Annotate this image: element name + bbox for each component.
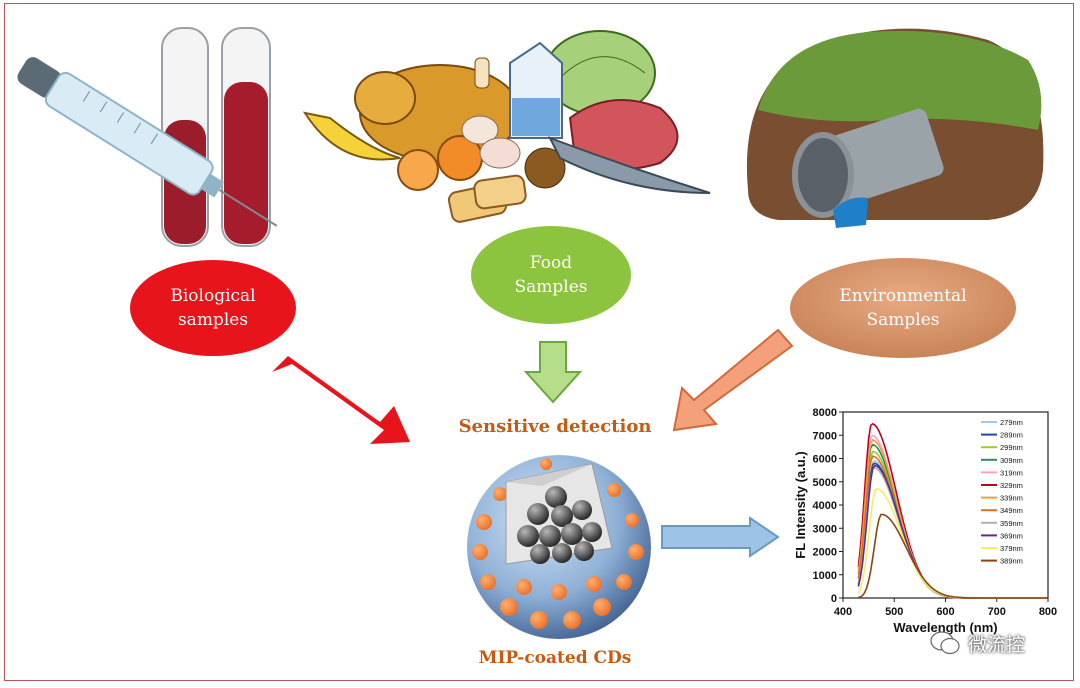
legend-label: 349nm bbox=[1000, 506, 1023, 515]
syringe bbox=[17, 57, 278, 227]
environmental-samples-ellipse bbox=[790, 258, 1016, 358]
legend-label: 359nm bbox=[1000, 519, 1023, 528]
sensitive-detection-label: Sensitive detection bbox=[458, 416, 652, 437]
watermark-text: 微流控 bbox=[968, 633, 1026, 656]
y-tick-label: 6000 bbox=[813, 454, 837, 466]
bread-slices bbox=[447, 174, 527, 223]
y-tick-label: 4000 bbox=[813, 500, 837, 512]
x-tick-label: 500 bbox=[885, 606, 903, 618]
legend-label: 389nm bbox=[1000, 557, 1023, 566]
y-tick-label: 1000 bbox=[813, 570, 837, 582]
blue-arrow bbox=[661, 516, 780, 558]
salmon-arrow bbox=[672, 328, 794, 432]
y-tick-label: 3000 bbox=[813, 523, 837, 535]
y-tick-label: 2000 bbox=[813, 547, 837, 559]
legend-label: 379nm bbox=[1000, 544, 1023, 553]
y-tick-label: 8000 bbox=[813, 407, 837, 419]
legend-label: 309nm bbox=[1000, 456, 1023, 465]
food-samples-ellipse bbox=[471, 226, 631, 324]
milk-carton bbox=[509, 41, 563, 139]
watermark: 微流控 bbox=[930, 628, 1060, 658]
fish bbox=[547, 136, 711, 194]
x-tick-label: 800 bbox=[1039, 606, 1057, 618]
mip-coated-cd-particle bbox=[467, 455, 651, 639]
y-axis-label: FL Intensity (a.u.) bbox=[793, 451, 808, 558]
figure-frame bbox=[4, 3, 1074, 681]
y-tick-label: 5000 bbox=[813, 477, 837, 489]
fluorescence-chart: 0 1000 2000 3000 4000 5000 6000 7000 8000 400 500 6… bbox=[793, 407, 1057, 635]
legend-label: 369nm bbox=[1000, 531, 1023, 540]
orange-fruit bbox=[397, 135, 483, 191]
series-line-389nm bbox=[858, 513, 1047, 599]
legend-label: 299nm bbox=[1000, 443, 1023, 452]
y-tick-label: 7000 bbox=[813, 430, 837, 442]
x-axis-label: Wavelength (nm) bbox=[893, 620, 997, 635]
x-tick-label: 700 bbox=[988, 606, 1006, 618]
legend-label: 329nm bbox=[1000, 481, 1023, 490]
wechat-icon bbox=[930, 631, 960, 655]
biological-samples-ellipse bbox=[130, 260, 296, 356]
eggs bbox=[461, 115, 521, 169]
legend-label: 319nm bbox=[1000, 468, 1023, 477]
mip-coated-cds-label: MIP-coated CDs bbox=[478, 648, 632, 668]
food-sample-illustration bbox=[302, 30, 711, 223]
banana bbox=[302, 111, 401, 161]
blood-sample-illustration bbox=[17, 27, 278, 247]
red-arrow bbox=[272, 356, 410, 444]
test-tube-right bbox=[221, 27, 271, 247]
environment-sample-illustration bbox=[746, 28, 1044, 228]
particle-surface-dots bbox=[472, 458, 644, 629]
green-arrow bbox=[523, 341, 583, 404]
y-tick-label: 0 bbox=[831, 593, 837, 605]
x-tick-label: 400 bbox=[834, 606, 852, 618]
x-tick-label: 600 bbox=[936, 606, 954, 618]
muffin bbox=[524, 147, 566, 189]
carbon-dot-core bbox=[517, 486, 602, 564]
legend-label: 289nm bbox=[1000, 431, 1023, 440]
legend-label: 339nm bbox=[1000, 494, 1023, 503]
drain-pipe bbox=[792, 108, 944, 228]
legend-label: 279nm bbox=[1000, 418, 1023, 427]
